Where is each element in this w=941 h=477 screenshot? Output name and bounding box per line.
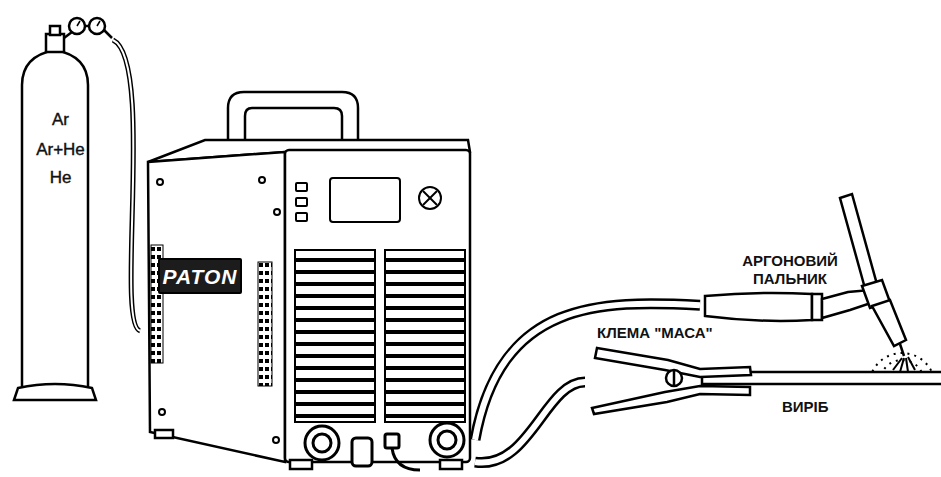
control-panel — [296, 183, 307, 191]
torch-body — [812, 294, 822, 320]
part-label: АРГОНОВИЙ ПАЛЬНИК — [730, 252, 850, 288]
vent-grilles — [258, 262, 272, 386]
control-panel — [159, 409, 165, 415]
brand-logo: PATON — [158, 258, 242, 294]
torch-body — [872, 300, 906, 346]
machine-housing — [285, 150, 470, 462]
gas-cylinder — [8, 15, 113, 400]
cylinder-body — [77, 21, 80, 26]
machine-housing — [290, 460, 312, 469]
output-sockets — [430, 423, 464, 457]
clamp-node: КЛЕМА "МАСА" — [585, 322, 755, 415]
clamp-jaws — [673, 370, 676, 386]
torch-cable — [475, 304, 700, 440]
control-panel — [423, 191, 437, 205]
clamp-jaws — [592, 386, 750, 414]
output-sockets — [313, 434, 331, 452]
torch-body — [840, 194, 878, 292]
machine-housing — [155, 430, 173, 438]
vent-grilles — [295, 250, 375, 422]
torch-body — [900, 344, 904, 356]
torch-node: АРГОНОВИЙ ПАЛЬНИК — [700, 190, 935, 370]
gas-label: Ar+He — [8, 140, 113, 160]
cylinder-body — [22, 50, 88, 392]
control-panel — [419, 187, 441, 209]
machine-housing — [228, 92, 358, 146]
ground-cable — [475, 382, 585, 463]
cylinder-body — [50, 26, 60, 35]
output-sockets — [305, 423, 464, 470]
torch-cable — [475, 304, 700, 440]
cylinder-body — [64, 32, 72, 38]
cylinder-body — [14, 384, 96, 400]
control-panel — [423, 191, 437, 205]
output-sockets — [438, 431, 456, 449]
clamp-jaws — [666, 370, 682, 386]
control-panel — [274, 209, 280, 215]
gas-hose — [113, 40, 140, 331]
cylinder-body — [97, 21, 100, 26]
output-sockets — [392, 448, 420, 470]
cylinder-body — [85, 25, 89, 28]
control-panel — [273, 437, 279, 443]
cylinder-body — [14, 18, 112, 400]
gas-label: Ar — [8, 110, 113, 130]
gas-cylinder-node: ArAr+HeHe — [8, 15, 113, 400]
cylinder-body — [104, 30, 112, 38]
output-sockets — [352, 438, 372, 466]
output-sockets — [305, 426, 339, 460]
arc-sparks — [908, 357, 915, 370]
part-label: КЛЕМА "МАСА" — [597, 324, 747, 342]
torch-body — [705, 194, 906, 356]
torch-body — [705, 293, 812, 321]
ground-cable — [475, 382, 585, 463]
vent-grilles — [151, 245, 465, 422]
machine-housing — [148, 152, 285, 462]
torch-cable — [475, 304, 700, 440]
control-panel — [330, 178, 400, 222]
control-panel — [296, 213, 307, 221]
gas-hose — [113, 40, 140, 331]
cylinder-body — [69, 18, 85, 34]
ground-cable — [475, 382, 585, 463]
control-panel — [259, 177, 265, 183]
cylinder-body — [46, 34, 64, 52]
gas-hose — [113, 40, 140, 331]
control-panel — [296, 198, 307, 206]
machine-housing — [148, 92, 470, 469]
control-panel — [157, 179, 163, 185]
vent-grilles — [385, 250, 465, 422]
plate — [702, 372, 941, 384]
machine-housing — [440, 460, 462, 469]
gas-label: He — [8, 168, 113, 188]
welding-machine-node: PATON — [140, 85, 475, 475]
plate — [702, 372, 941, 384]
output-sockets — [385, 434, 399, 448]
arc-sparks — [893, 358, 902, 370]
arc-sparks — [906, 358, 908, 372]
part-label: ВИРІБ — [782, 398, 872, 416]
cylinder-body — [89, 18, 105, 34]
